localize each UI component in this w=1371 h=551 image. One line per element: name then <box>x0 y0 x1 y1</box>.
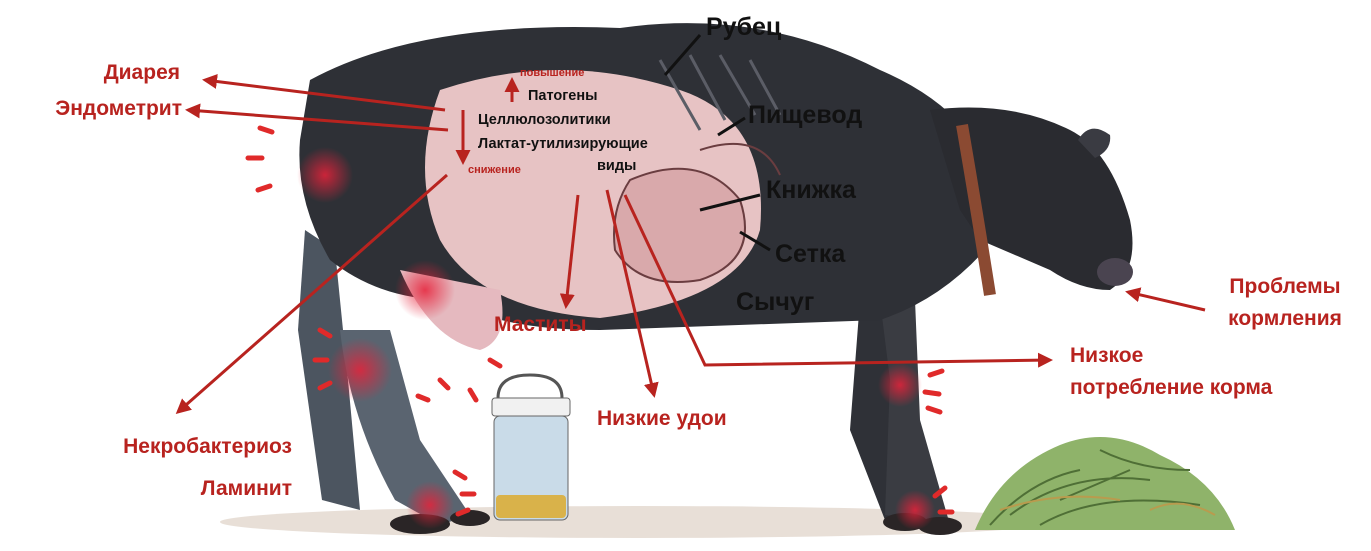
label-cellulolytics: Целлюлозолитики <box>478 113 611 128</box>
label-omasum: Книжка <box>766 177 856 203</box>
label-lactate-2: виды <box>597 159 636 174</box>
label-low-milk: Низкие удои <box>597 408 727 430</box>
cow-illustration <box>248 23 1133 535</box>
label-decrease: снижение <box>468 165 521 177</box>
label-diarrhea: Диарея <box>40 62 180 84</box>
label-lactate-1: Лактат-утилизирующие <box>478 137 648 152</box>
label-increase: повышение <box>520 68 584 80</box>
label-rumen: Рубец <box>706 14 781 40</box>
label-laminitis: Ламинит <box>140 478 292 500</box>
label-cause-2: кормления <box>1205 308 1365 330</box>
label-cause-1: Проблемы <box>1205 276 1365 298</box>
hay-pile-icon <box>975 437 1235 530</box>
label-reticulum: Сетка <box>775 241 845 267</box>
milk-can-icon <box>492 375 570 520</box>
label-low-intake-2: потребление корма <box>1070 377 1272 399</box>
label-pathogens: Патогены <box>528 89 598 104</box>
label-mastitis: Маститы <box>494 314 587 336</box>
label-abomasum: Сычуг <box>736 289 814 315</box>
label-necrobacteriosis: Некробактериоз <box>40 436 292 458</box>
label-low-intake-1: Низкое <box>1070 345 1143 367</box>
label-esophagus: Пищевод <box>748 102 862 128</box>
label-endometritis: Эндометрит <box>10 98 182 120</box>
